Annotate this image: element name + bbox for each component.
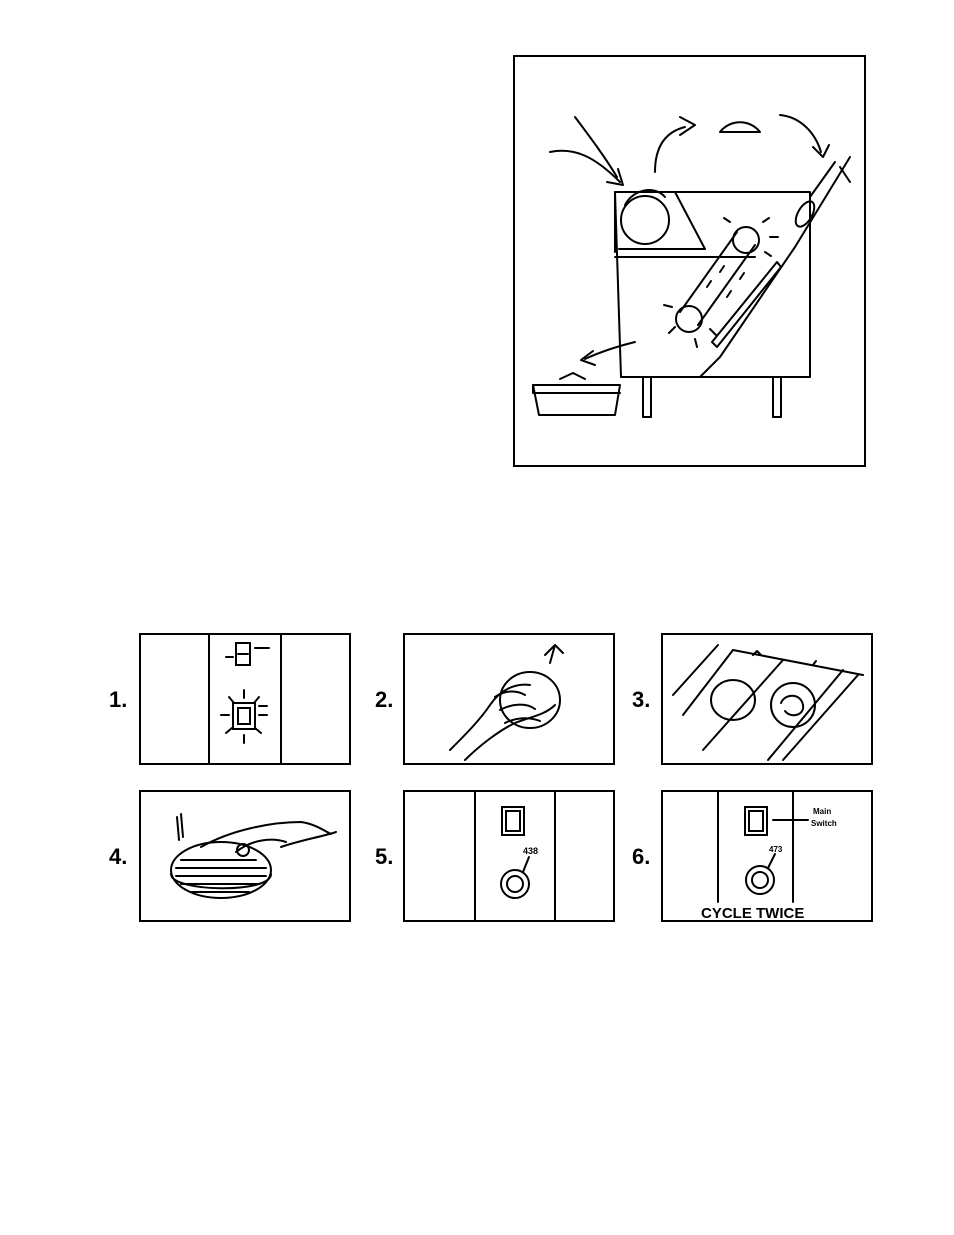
cycle-twice-illustration: Main Switch 473 CYCLE TWICE: [663, 792, 871, 920]
step-panel-6: Main Switch 473 CYCLE TWICE: [661, 790, 873, 922]
step-panel-5: 438: [403, 790, 615, 922]
step-number-6: 6.: [632, 846, 650, 868]
button-code-label: 438: [523, 846, 538, 856]
cycle-twice-caption: CYCLE TWICE: [701, 905, 804, 920]
button-press-illustration: 438: [405, 792, 613, 920]
filter-placement-illustration: [663, 635, 871, 763]
step-number-5: 5.: [375, 846, 393, 868]
step-panel-1: [139, 633, 351, 765]
step-number-2: 2.: [375, 689, 393, 711]
switch-flashing-illustration: [141, 635, 349, 763]
machine-flow-diagram: [513, 55, 866, 467]
main-switch-label-line1: Main: [813, 807, 831, 816]
step-number-1: 1.: [109, 689, 127, 711]
step-number-4: 4.: [109, 846, 127, 868]
main-switch-label-line2: Switch: [811, 819, 837, 828]
step-panel-4: [139, 790, 351, 922]
step-panel-2: [403, 633, 615, 765]
machine-illustration: [515, 57, 864, 465]
grate-cleaning-illustration: [141, 792, 349, 920]
button-code-label: 473: [769, 845, 783, 854]
hand-removing-cover-illustration: [405, 635, 613, 763]
step-panel-3: [661, 633, 873, 765]
step-number-3: 3.: [632, 689, 650, 711]
